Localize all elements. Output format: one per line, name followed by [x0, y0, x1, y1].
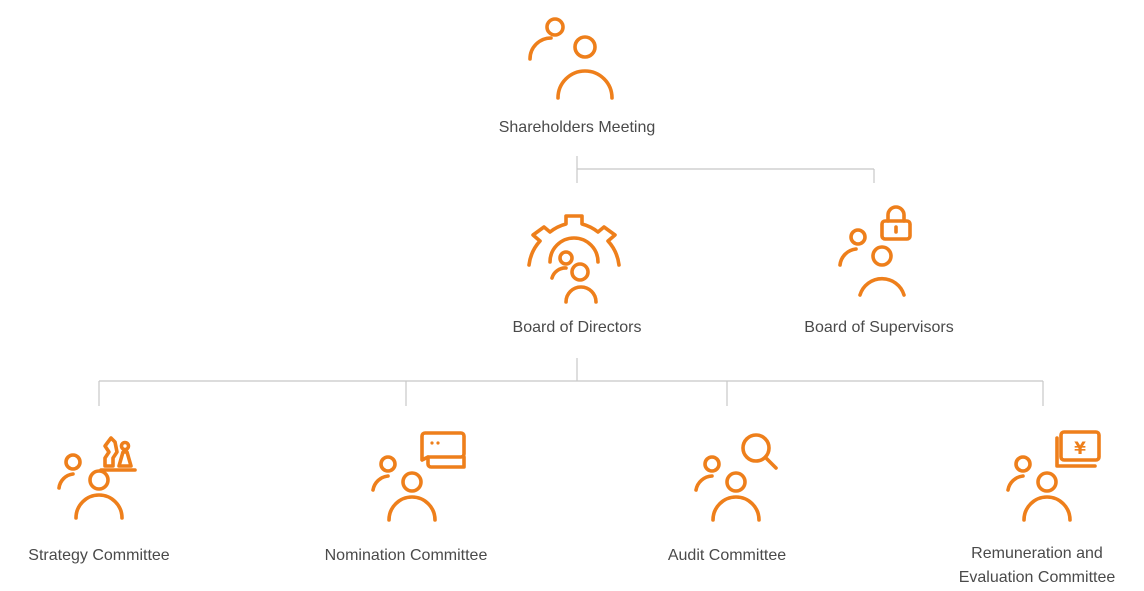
- node-label: Remuneration and Evaluation Committee: [958, 545, 1116, 586]
- person-magnifier-icon: [694, 433, 778, 522]
- node-label: Strategy Committee: [28, 547, 170, 564]
- node-label: Nomination Committee: [324, 547, 488, 564]
- node-label: Board of Directors: [512, 319, 642, 336]
- person-yen-icon: ¥: [1006, 430, 1101, 522]
- person-lock-icon: [838, 205, 912, 297]
- person-chess-icon: [57, 436, 137, 520]
- node-label: Board of Supervisors: [804, 319, 954, 336]
- node-label: Shareholders Meeting: [498, 119, 656, 136]
- person-chat-icon: [371, 431, 466, 522]
- person-gear-icon: [527, 214, 621, 304]
- person-pair-icon: [528, 17, 614, 100]
- node-label: Audit Committee: [667, 547, 787, 564]
- yen-symbol: ¥: [1074, 439, 1086, 459]
